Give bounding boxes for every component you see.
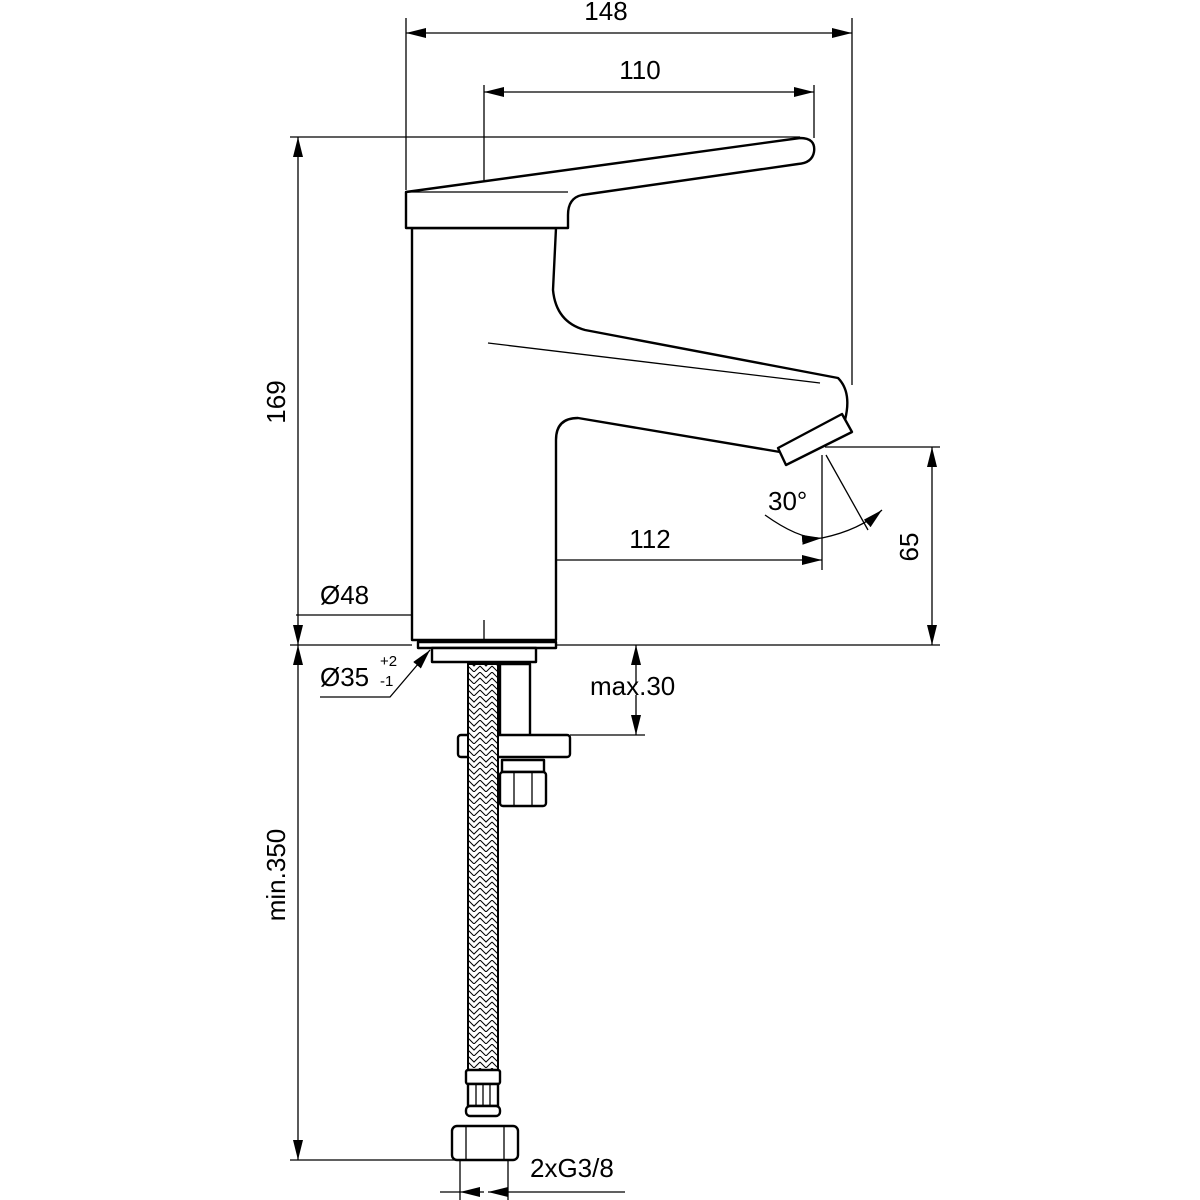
dim-148-label: 148: [584, 0, 627, 26]
dim-connection: 2xG3/8: [440, 1153, 625, 1200]
tol-minus: -1: [380, 673, 393, 690]
dim-max30-label: max.30: [590, 671, 675, 701]
dim-lever-length: 110: [483, 55, 815, 182]
braided-hose: [450, 663, 520, 1162]
dim-30-label: 30°: [768, 486, 807, 516]
dim-max-deck: max.30: [570, 645, 675, 736]
dim-35-label: Ø35: [320, 662, 369, 692]
dim-g38-label: 2xG3/8: [530, 1153, 614, 1183]
dim-48-label: Ø48: [320, 580, 369, 610]
dim-spout-height: 65: [825, 446, 940, 645]
tol-plus: +2: [380, 653, 397, 670]
dim-65-label: 65: [894, 533, 924, 562]
dim-overall-height: 169: [261, 136, 800, 645]
dim-110-label: 110: [619, 55, 660, 85]
dim-hose-length: min.350: [261, 645, 455, 1161]
faucet-body: [404, 136, 854, 642]
dim-spout-angle: 30°: [764, 454, 883, 545]
aerator: [776, 412, 854, 467]
dim-112-label: 112: [629, 524, 670, 554]
dim-169-label: 169: [261, 380, 291, 423]
dim-overall-width: 148: [405, 0, 853, 385]
dim-min350-label: min.350: [261, 829, 291, 922]
dim-hole-diameter: Ø35 +2 -1: [320, 649, 431, 698]
